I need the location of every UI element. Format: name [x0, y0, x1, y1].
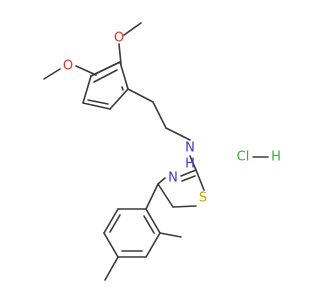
- bond-r2-e: [145, 232, 161, 258]
- bond-ch2-nh: [165, 127, 191, 141]
- bond-r1-double-3: [121, 86, 124, 91]
- bond-c4-aryl: [145, 183, 159, 210]
- bond-r1-b: [109, 88, 129, 110]
- bond-methyl-o-lower: [43, 68, 61, 80]
- bond-r1-double-2: [87, 99, 109, 105]
- bond-methyl-o-upper: [123, 22, 142, 36]
- bond-s-c5: [172, 205, 197, 208]
- chlorine-label: Cl: [237, 150, 250, 165]
- bond-ch2-ch2: [152, 101, 167, 129]
- molecule-canvas: O O N H N S Cl H: [43, 22, 281, 281]
- bond-r1-c: [82, 102, 111, 110]
- thiazole-sulfur-label: S: [199, 191, 207, 206]
- oxygen-upper-label: O: [114, 31, 124, 46]
- bond-n-c2-double: [181, 175, 196, 182]
- bond-c2-s: [195, 169, 205, 191]
- bond-r1-a: [119, 61, 129, 90]
- bond-r2-double-3: [143, 215, 155, 234]
- bond-r2-double-1: [109, 214, 121, 233]
- oxygen-lower-label: O: [63, 59, 73, 74]
- bond-c4-n: [157, 177, 166, 185]
- molecule-structure: O O N H N S Cl H: [43, 22, 281, 281]
- bond-r1-double-1: [93, 69, 118, 83]
- bonds: [43, 22, 269, 281]
- bond-para-methyl: [104, 256, 119, 281]
- bond-ring-ch2: [127, 88, 154, 103]
- bond-r1-d: [82, 75, 92, 104]
- thiazole-nitrogen-label: N: [168, 171, 178, 186]
- bond-o-upper-ring: [118, 43, 122, 65]
- bond-ortho-methyl: [159, 232, 182, 238]
- bond-r1-g: [90, 61, 121, 77]
- bond-n-c2: [180, 169, 197, 177]
- bond-c5-c4: [157, 183, 174, 208]
- bond-r2-f: [145, 208, 161, 234]
- bond-o-lower-ring: [75, 65, 97, 76]
- hydrogen-label: H: [271, 150, 281, 165]
- bond-nh-c2: [189, 155, 197, 171]
- amine-hydrogen-label: H: [185, 157, 195, 172]
- bond-r2-b: [103, 208, 119, 234]
- bond-r2-c: [103, 232, 119, 258]
- amine-nitrogen-label: N: [185, 141, 195, 156]
- atom-labels: O O N H N S Cl H: [63, 31, 281, 206]
